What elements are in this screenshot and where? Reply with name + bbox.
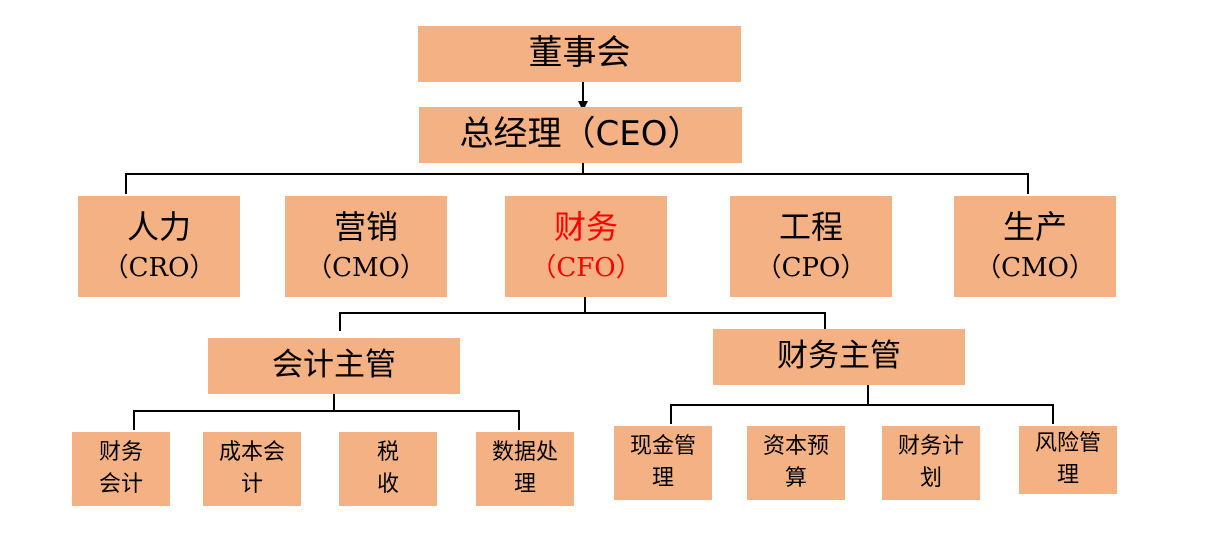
board-label: 董事会 [528,33,631,74]
child-line-1: 成本会 [218,440,285,466]
department-code: （CMO） [306,252,426,283]
ceo-label: 总经理（CEO） [459,114,702,155]
accounting-supervisor-label: 会计主管 [272,347,396,384]
department-code: （CPO） [755,252,867,283]
department-code: （CRO） [102,252,216,283]
supervisor-bracket [339,312,826,331]
child-line-2: 收 [376,472,399,497]
ceo-box: 总经理（CEO） [419,107,742,163]
department-finance: 财务 （CFO） [505,196,667,297]
child-line-2: 理 [651,466,674,491]
accounting-supervisor-box: 会计主管 [208,338,460,394]
child-line-1: 数据处 [491,440,558,466]
department-name: 工程 [778,208,843,247]
finance-supervisor-box: 财务主管 [713,329,965,385]
department-hr: 人力 （CRO） [78,196,240,297]
child-line-1: 财务计 [897,434,964,460]
board-box: 董事会 [418,26,741,82]
finance-children-bracket [670,404,1054,424]
child-line-1: 财务 [98,440,143,466]
child-line-1: 资本预 [762,434,829,460]
department-bracket [125,173,1029,194]
department-production: 生产 （CMO） [954,196,1116,297]
accounting-child-tax: 税 收 [339,432,437,506]
child-line-1: 风险管 [1034,431,1101,457]
finance-child-cash-management: 现金管 理 [614,426,712,500]
child-line-2: 划 [919,466,942,491]
child-line-2: 理 [513,472,536,497]
accounting-child-cost-accounting: 成本会 计 [203,432,301,506]
child-line-1: 现金管 [629,434,696,460]
department-marketing: 营销 （CMO） [285,196,447,297]
department-name: 生产 [1002,208,1067,247]
finance-supervisor-label: 财务主管 [777,338,901,375]
accounting-children-bracket [133,410,520,430]
accounting-child-financial-accounting: 财务 会计 [72,432,170,506]
department-code: （CFO） [530,252,642,283]
child-line-2: 计 [240,472,263,497]
child-line-2: 算 [784,466,807,491]
child-line-2: 理 [1056,463,1079,488]
finance-child-financial-planning: 财务计 划 [882,426,980,500]
department-name: 财务 [553,208,618,247]
finance-child-risk-management: 风险管 理 [1019,426,1117,494]
department-engineering: 工程 （CPO） [730,196,892,297]
finance-child-capital-budgeting: 资本预 算 [747,426,845,500]
child-line-2: 会计 [98,472,143,497]
department-name: 营销 [333,208,398,247]
child-line-1: 税 [376,440,399,466]
department-code: （CMO） [975,252,1095,283]
department-name: 人力 [126,208,191,247]
accounting-child-data-processing: 数据处 理 [476,432,574,506]
